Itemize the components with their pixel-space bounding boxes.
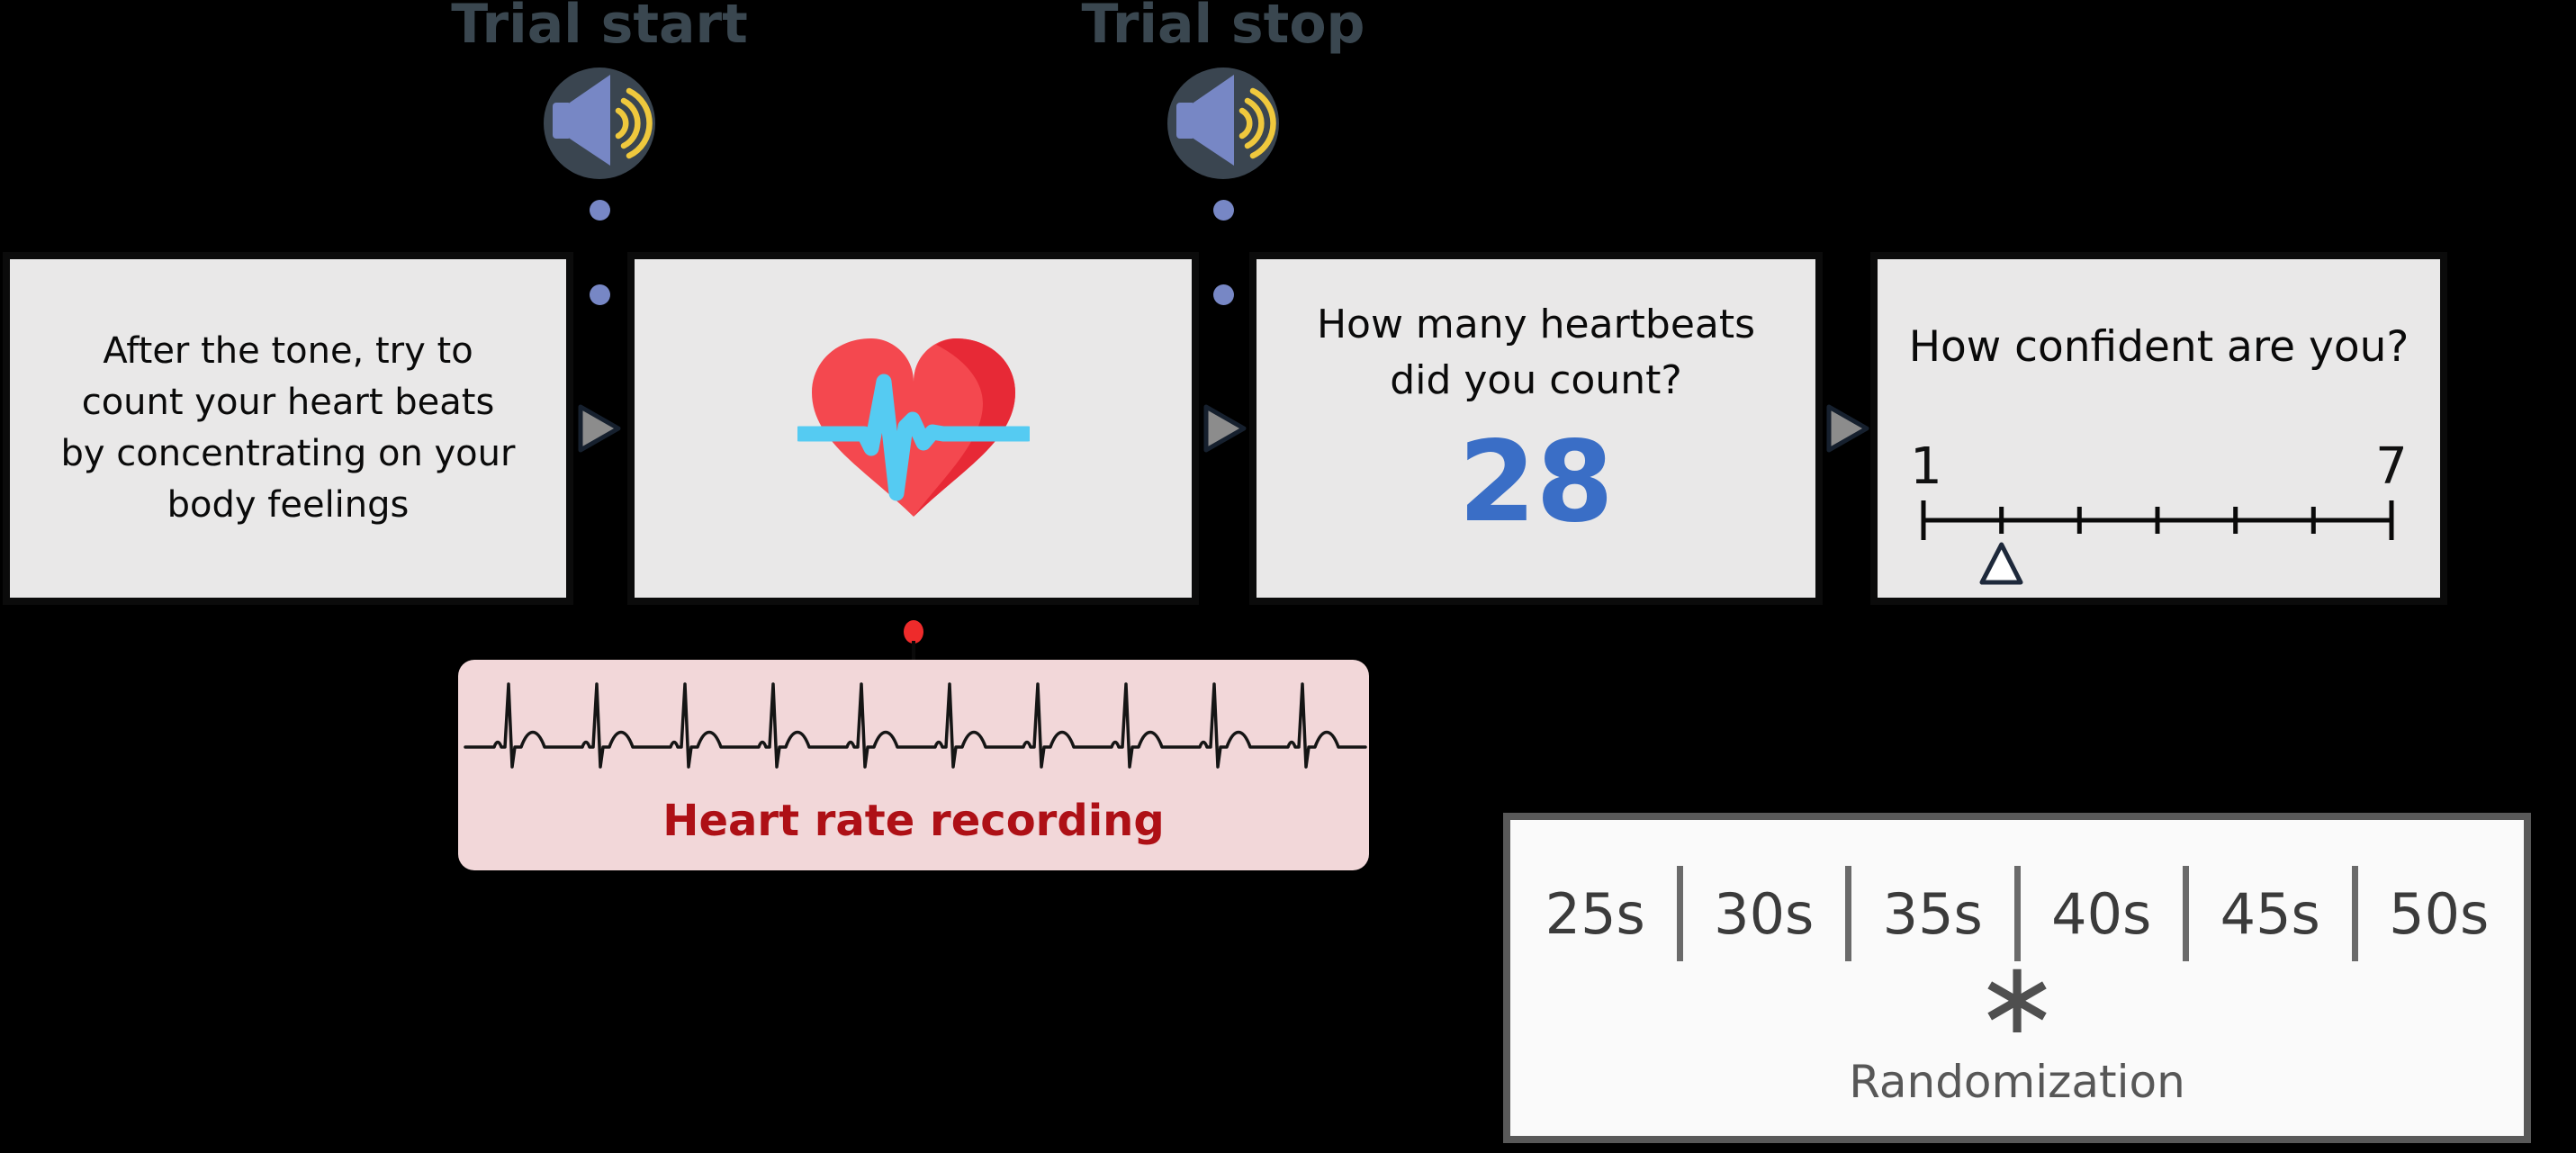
heart-shadow (914, 338, 1015, 517)
ecg-trace (464, 682, 1367, 769)
duration-option: 25s (1545, 880, 1645, 947)
scale-min-label: 1 (1910, 437, 1942, 496)
heart-pulse-icon (797, 338, 1030, 517)
duration-options-row: 25s 30s 35s 40s 45s 50s (1514, 864, 2520, 963)
randomization-panel: 25s 30s 35s 40s 45s 50s ∗ Randomization (1503, 813, 2531, 1143)
divider (1676, 866, 1683, 961)
heartbeat-question: How many heartbeats did you count? (1256, 297, 1815, 409)
instruction-line: count your heart beats (81, 382, 495, 423)
flow-arrow-icon (1826, 404, 1869, 453)
scale-max-label: 7 (2375, 437, 2408, 496)
sound-waves (615, 87, 653, 159)
scale-line-and-ticks (1921, 500, 2394, 540)
speaker-horn (1193, 75, 1234, 166)
connector-dot (590, 200, 610, 221)
flow-arrow-icon (578, 404, 621, 453)
duration-option: 45s (2220, 880, 2320, 947)
trial-start-label: Trial start (451, 0, 748, 56)
instruction-line: body feelings (167, 484, 410, 526)
heartbeat-count-value: 28 (1458, 418, 1614, 547)
confidence-question: How confident are you? (1908, 322, 2409, 372)
instruction-text: After the tone, try to count your heart … (10, 259, 566, 598)
duration-option: 40s (2051, 880, 2152, 947)
heart-rate-recording-label: Heart rate recording (662, 796, 1165, 846)
flow-arrow-icon (1203, 404, 1247, 453)
divider (2013, 866, 2021, 961)
randomization-label: Randomization (1849, 1056, 2185, 1108)
connector-dot (1213, 200, 1234, 221)
speaker-base (553, 103, 572, 139)
sound-waves (1238, 87, 1276, 159)
instruction-line: by concentrating on your (60, 433, 516, 474)
duration-option: 50s (2389, 880, 2490, 947)
duration-option: 35s (1882, 880, 1983, 947)
divider (2351, 866, 2358, 961)
speaker-horn (570, 75, 610, 166)
confidence-rating-box: How confident are you? 1 7 (1870, 252, 2447, 605)
trial-stop-label: Trial stop (1081, 0, 1365, 56)
speaker-base (1176, 103, 1195, 139)
scale-marker-triangle (1979, 542, 2023, 585)
question-line: How many heartbeats (1316, 302, 1756, 347)
heartbeat-counting-box (627, 252, 1199, 605)
asterisk-icon: ∗ (1975, 940, 2059, 1057)
duration-option: 30s (1714, 880, 1815, 947)
instruction-box: After the tone, try to count your heart … (3, 252, 573, 605)
question-line: did you count? (1390, 357, 1682, 403)
connector-dot (1213, 284, 1234, 305)
trial-start-speaker-icon (544, 68, 655, 179)
connector-dot (590, 284, 610, 305)
confidence-scale (1921, 500, 2394, 585)
divider (1845, 866, 1851, 961)
instruction-line: After the tone, try to (103, 330, 473, 372)
recording-dot (904, 620, 923, 644)
pulse-line (797, 374, 1030, 501)
heartbeat-count-question-box: How many heartbeats did you count? 28 (1249, 252, 1823, 605)
trial-stop-speaker-icon (1167, 68, 1279, 179)
divider (2183, 866, 2189, 961)
heart-rate-recording-panel: Heart rate recording (458, 660, 1369, 870)
